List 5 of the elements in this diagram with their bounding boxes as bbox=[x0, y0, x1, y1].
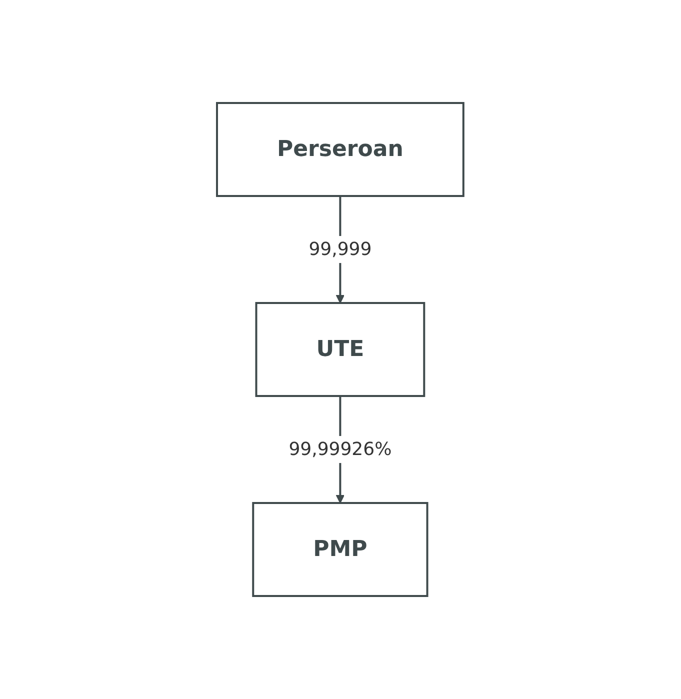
node-box: PMP bbox=[252, 502, 429, 597]
node-box: Perseroan bbox=[216, 102, 465, 197]
edge-label: 99,99926% bbox=[288, 439, 392, 460]
edge-label: 99,999 bbox=[309, 239, 372, 260]
node-box: UTE bbox=[256, 302, 426, 397]
